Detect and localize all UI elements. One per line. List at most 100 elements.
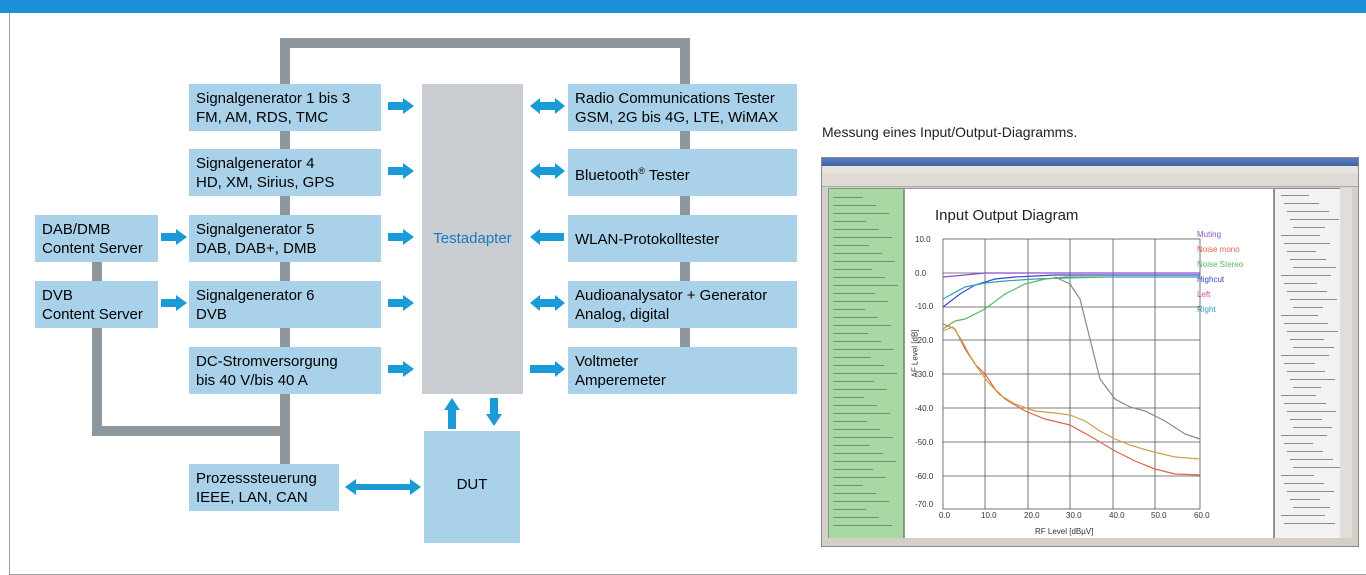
tree-row [1290, 459, 1333, 460]
box-line: Analog, digital [575, 306, 670, 323]
tree-row [833, 261, 895, 262]
dut-block: DUT [424, 431, 520, 543]
tree-row [833, 269, 872, 270]
y-tick: 0.0 [915, 269, 927, 278]
curve-noise-stereo [942, 276, 1105, 330]
signalgenerator-5-box: Signalgenerator 5 DAB, DAB+, DMB [189, 215, 381, 262]
box-line: Signalgenerator 5 [196, 221, 315, 238]
tree-row [833, 229, 879, 230]
x-tick: 60.0 [1194, 511, 1210, 520]
tree-row [833, 477, 886, 478]
curve-noise-mono [942, 323, 1201, 476]
box-line: DVB [196, 306, 227, 323]
box-line: Content Server [42, 240, 143, 257]
y-tick: -40.0 [915, 404, 934, 413]
tree-row [1281, 315, 1318, 316]
plot-title: Input Output Diagram [935, 207, 1079, 224]
tree-row [1281, 395, 1316, 396]
tree-row [833, 237, 892, 238]
tree-row [833, 197, 863, 198]
curve-highcut [942, 274, 1200, 308]
box-line: DC-Stromversorgung [196, 353, 338, 370]
tree-row [1290, 339, 1324, 340]
tree-row [833, 357, 871, 358]
tree-row [833, 525, 892, 526]
x-tick: 50.0 [1151, 511, 1167, 520]
dc-power-supply-box: DC-Stromversorgung bis 40 V/bis 40 A [189, 347, 381, 394]
arrow-volt [530, 361, 565, 377]
tree-row [833, 405, 877, 406]
tree-row [833, 373, 897, 374]
left-tree-panel [828, 188, 904, 540]
plot-curves [942, 238, 1201, 510]
tree-row [833, 285, 898, 286]
tree-row [833, 421, 867, 422]
tree-row [1284, 203, 1319, 204]
x-axis-label: RF Level [dBµV] [1035, 527, 1094, 536]
arrow-sg6 [388, 295, 414, 311]
tree-row [1293, 427, 1332, 428]
window-titlebar [822, 158, 1358, 166]
tree-row [1290, 299, 1337, 300]
voltmeter-box: Voltmeter Amperemeter [568, 347, 797, 394]
y-tick: -70.0 [915, 500, 934, 509]
tree-row [833, 437, 893, 438]
bluetooth-tester-box: Bluetooth® Tester [568, 149, 797, 196]
box-line: FM, AM, RDS, TMC [196, 109, 329, 126]
legend-item: Highcut [1197, 275, 1225, 284]
header-bar [0, 0, 1366, 13]
tree-row [833, 485, 863, 486]
tree-row [833, 221, 866, 222]
signalgenerator-6-box: Signalgenerator 6 DVB [189, 281, 381, 328]
x-tick: 20.0 [1024, 511, 1040, 520]
tree-row [1284, 443, 1313, 444]
registered-mark: ® [638, 166, 646, 176]
x-tick: 40.0 [1109, 511, 1125, 520]
tree-row [833, 469, 873, 470]
tree-row [1281, 235, 1320, 236]
tree-row [833, 389, 887, 390]
tree-row [833, 397, 864, 398]
box-line: Signalgenerator 4 [196, 155, 315, 172]
box-line: Audioanalysator + Generator [575, 287, 768, 304]
curve-right [942, 276, 1200, 300]
tree-row [1281, 475, 1314, 476]
arrow-audio [530, 295, 565, 311]
tester-label: Tester [645, 167, 690, 184]
tree-row [1284, 403, 1326, 404]
tree-row [833, 493, 876, 494]
tree-row [833, 381, 874, 382]
right-scrollbar [1340, 188, 1352, 538]
tree-row [1284, 283, 1317, 284]
arrow-bluetooth [530, 163, 565, 179]
box-line: Bluetooth® Tester [575, 162, 797, 185]
box-line: WLAN-Protokolltester [575, 231, 720, 248]
tree-row [833, 253, 882, 254]
box-line: DVB [42, 287, 73, 304]
tree-row [1290, 499, 1320, 500]
curve-noise-gray [1054, 276, 1201, 440]
tree-row [1293, 387, 1321, 388]
legend-item: Left [1197, 290, 1211, 299]
dvb-content-server-box: DVB Content Server [35, 281, 158, 328]
tree-row [1284, 523, 1335, 524]
arrow-wlan [530, 229, 564, 245]
y-tick: -10.0 [915, 302, 934, 311]
legend-item: Muting [1197, 230, 1222, 239]
signalgenerator-1-3-box: Signalgenerator 1 bis 3 FM, AM, RDS, TMC [189, 84, 381, 131]
legend-item: Noise Stereo [1197, 260, 1244, 269]
curve-left [942, 326, 1201, 460]
tree-row [1287, 451, 1323, 452]
status-bar [822, 538, 1358, 546]
box-line: IEEE, LAN, CAN [196, 489, 308, 506]
box-line: Radio Communications Tester [575, 90, 775, 107]
tree-row [833, 309, 865, 310]
box-line: Signalgenerator 1 bis 3 [196, 90, 351, 107]
bus-bottom [92, 426, 290, 436]
legend-item: Noise mono [1197, 245, 1240, 254]
y-tick: -30.0 [915, 370, 934, 379]
arrow-dc [388, 361, 414, 377]
arrow-process [345, 479, 421, 495]
tree-row [1284, 243, 1330, 244]
tree-row [833, 429, 880, 430]
